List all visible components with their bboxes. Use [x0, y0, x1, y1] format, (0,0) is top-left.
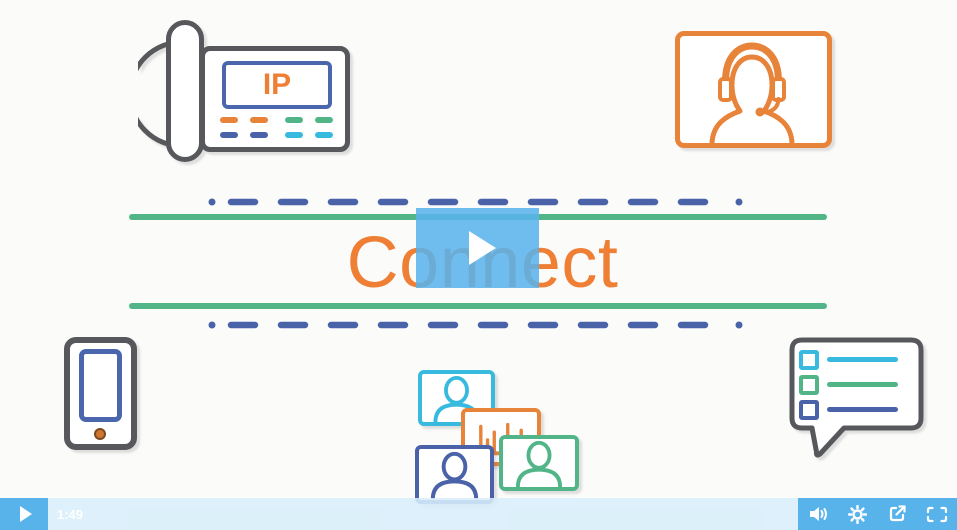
support-agent-illustration	[675, 31, 832, 148]
phone-button	[250, 132, 268, 138]
fullscreen-icon	[927, 506, 948, 522]
share-icon	[890, 505, 906, 522]
checklist-line	[827, 382, 898, 387]
checklist-line	[827, 407, 898, 412]
phone-button	[220, 117, 238, 123]
ip-label: IP	[262, 68, 292, 101]
phone-button	[315, 117, 333, 123]
phone-handset	[166, 20, 204, 162]
settings-button[interactable]	[840, 498, 876, 530]
conference-tile-person-green	[499, 435, 579, 491]
player-control-bar: 1:49	[0, 498, 957, 530]
checklist-box-icon	[799, 375, 819, 395]
checklist-speech-bubble	[789, 337, 924, 458]
play-button[interactable]	[0, 498, 48, 530]
ip-phone-illustration: IP	[138, 12, 363, 167]
conference-tile-person-blue	[415, 445, 494, 504]
fullscreen-button[interactable]	[919, 498, 955, 530]
volume-icon	[809, 507, 827, 521]
person-icon	[515, 440, 563, 487]
phone-button	[220, 132, 238, 138]
headset-person-icon	[709, 42, 795, 143]
player-controls-group	[798, 498, 957, 530]
play-icon	[19, 506, 32, 522]
time-remaining: 1:49	[57, 506, 84, 522]
checklist-box-icon	[799, 400, 819, 420]
volume-button[interactable]	[800, 498, 836, 530]
phone-screen: IP	[222, 61, 332, 109]
phone-button	[285, 117, 303, 123]
person-icon	[430, 451, 479, 500]
phone-button	[250, 117, 268, 123]
phone-button	[285, 132, 303, 138]
checklist-box-icon	[799, 350, 819, 370]
play-icon	[469, 231, 496, 265]
smartphone-screen	[79, 349, 122, 422]
checklist-line	[827, 357, 898, 362]
timeline-seek-bar[interactable]: 1:49	[48, 498, 798, 530]
handset-cord-arc	[138, 39, 185, 149]
phone-button	[315, 132, 333, 138]
share-button[interactable]	[879, 498, 915, 530]
play-overlay-button[interactable]	[416, 208, 539, 288]
smartphone-home-button	[94, 428, 106, 440]
gear-icon	[848, 504, 868, 524]
connector-line-green-bottom	[129, 303, 827, 309]
